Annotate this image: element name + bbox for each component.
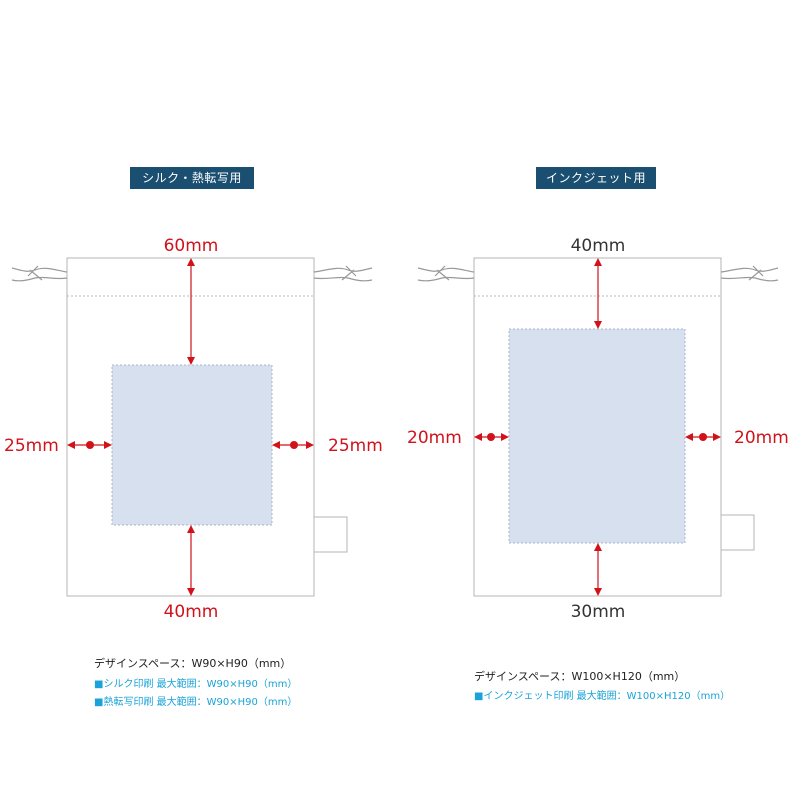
drawstring-right bbox=[313, 265, 373, 282]
drawstring-right bbox=[720, 265, 779, 282]
print-area-right bbox=[508, 328, 686, 544]
drawstring-left bbox=[417, 265, 475, 282]
dim-left-right: 20mm bbox=[407, 428, 462, 448]
dim-bottom-right: 30mm bbox=[571, 602, 626, 622]
spec-title-left: デザインスペース：W90×H90（mm） bbox=[94, 657, 292, 670]
badge-inkjet: インクジェット用 bbox=[536, 167, 656, 189]
print-area-left bbox=[111, 364, 273, 526]
spec-title-right: デザインスペース：W100×H120（mm） bbox=[474, 670, 686, 683]
bag-left: 60mm 40mm 25mm 25mm bbox=[4, 236, 383, 622]
drawstring-left bbox=[11, 265, 68, 282]
bag-tag bbox=[313, 516, 348, 553]
bag-tag bbox=[720, 514, 755, 551]
dim-top-right: 40mm bbox=[571, 236, 626, 256]
spec-line-inkjet: ■インクジェット印刷 最大範囲：W100×H120（mm） bbox=[474, 691, 731, 702]
bag-right: 40mm 30mm 20mm 20mm bbox=[407, 236, 789, 622]
dim-top-left: 60mm bbox=[164, 236, 219, 256]
dim-bottom-left: 40mm bbox=[164, 602, 219, 622]
dim-right-right: 20mm bbox=[734, 428, 789, 448]
badge-silk-transfer: シルク・熱転写用 bbox=[130, 167, 254, 189]
dim-right-left: 25mm bbox=[328, 436, 383, 456]
spec-line-transfer: ■熱転写印刷 最大範囲：W90×H90（mm） bbox=[94, 697, 298, 708]
dim-left-left: 25mm bbox=[4, 436, 59, 456]
spec-line-silk: ■シルク印刷 最大範囲：W90×H90（mm） bbox=[94, 679, 298, 690]
